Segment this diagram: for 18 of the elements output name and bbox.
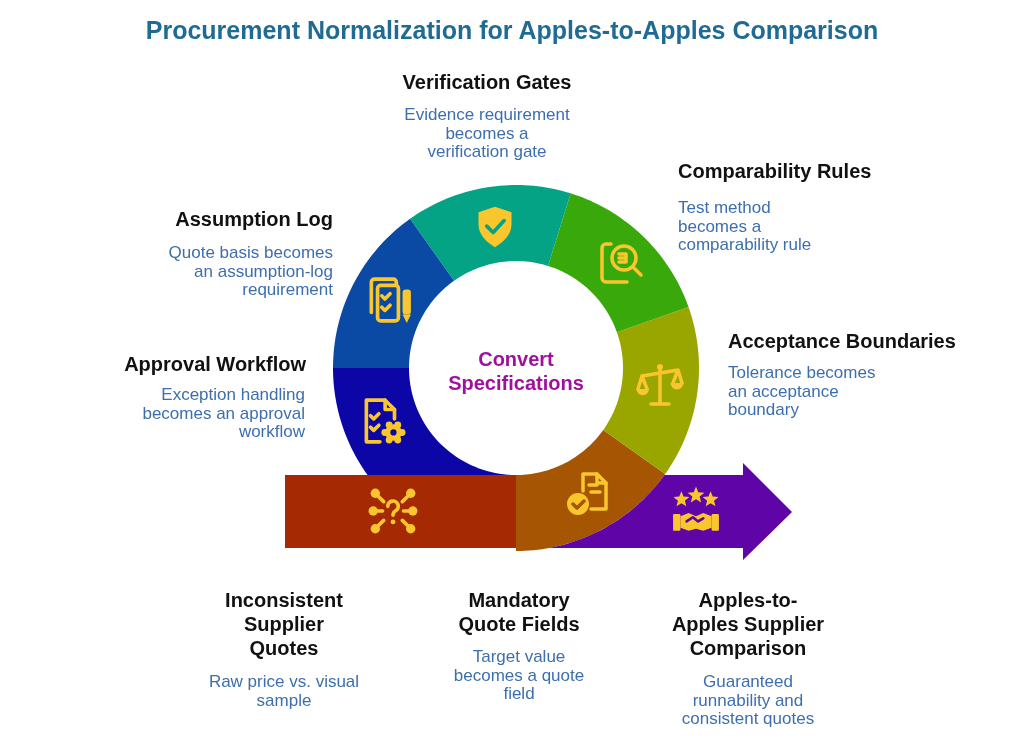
step-description: Evidence requirement becomes a verification gate (403, 106, 571, 162)
diagram-title: Procurement Normalization for Apples-to-Apples Comparison (145, 15, 879, 46)
step-heading: Comparability Rules (678, 159, 873, 183)
step-description: Quote basis becomes an assumption-log requirement (167, 244, 333, 300)
step-heading: Inconsistent Supplier Quotes (224, 588, 344, 660)
step-description: Guaranteed runnability and consistent quotes (680, 673, 816, 729)
step-heading: Approval Workflow (123, 352, 306, 376)
step-description: Target value becomes a quote field (452, 648, 586, 704)
step-description: Exception handling becomes an approval workflow (141, 386, 305, 442)
step-heading: Acceptance Boundaries (728, 329, 957, 353)
step-description: Tolerance becomes an acceptance boundary (728, 364, 877, 420)
step-heading: Verification Gates (401, 70, 573, 94)
step-heading: Assumption Log (174, 207, 333, 231)
step-description: Test method becomes a comparability rule (678, 199, 813, 255)
step-heading: Apples-to-Apples Supplier Comparison (670, 588, 826, 660)
step-heading: Mandatory Quote Fields (457, 588, 581, 636)
center-label: Convert Specifications (447, 347, 585, 395)
step-description: Raw price vs. visual sample (207, 673, 361, 710)
